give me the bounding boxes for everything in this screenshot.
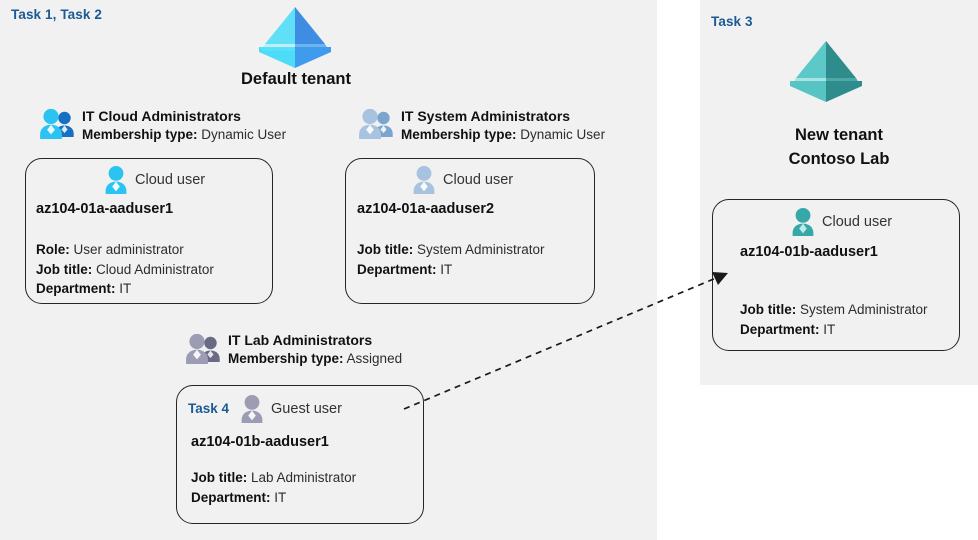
cloud-user-icon (411, 165, 437, 194)
card-user-type-label: Cloud user (443, 171, 514, 188)
property-value: Cloud Administrator (96, 261, 214, 277)
membership-value: Dynamic User (520, 127, 606, 143)
property-label: Job title: (740, 302, 797, 317)
user-card-guest-aaduser1[interactable] (176, 385, 424, 524)
group-name: IT System Administrators (401, 108, 571, 124)
guest-user-icon (239, 394, 265, 423)
azure-tenant-pyramid-icon (256, 2, 334, 70)
card-username: az104-01b-aaduser1 (191, 434, 329, 450)
card-user-type-cloud: Cloud user (411, 165, 513, 194)
property-value: User administrator (73, 242, 184, 257)
property-job-title: Job title: System Administrator (740, 300, 928, 320)
card-user-type-label: Cloud user (822, 213, 893, 230)
membership-label: Membership type: (401, 127, 517, 143)
group-name: IT Cloud Administrators (82, 108, 241, 124)
property-value: IT (823, 321, 836, 337)
default-tenant-title: Default tenant (240, 70, 351, 88)
new-tenant-title-line2: Contoso Lab (788, 149, 890, 168)
user-card-aaduser1[interactable] (25, 158, 273, 304)
new-tenant-title-line1: New tenant (794, 126, 883, 144)
property-value: IT (119, 281, 132, 297)
property-value: Lab Administrator (251, 470, 357, 485)
property-department: Department: IT (357, 260, 545, 280)
membership-value: Assigned (346, 351, 403, 367)
group-people-icon-cloud-admins (37, 106, 79, 142)
cloud-user-icon (790, 207, 816, 236)
group-header-system-admins: IT System Administrators Membership type… (401, 107, 605, 145)
card-username: az104-01a-aaduser1 (36, 201, 174, 217)
group-people-icon-system-admins (356, 106, 398, 142)
card-user-type-guest: Task 4 Guest user (188, 394, 342, 423)
property-job-title: Job title: Lab Administrator (191, 468, 356, 488)
card-user-type-label: Cloud user (135, 171, 206, 188)
task-label-4: Task 4 (188, 401, 230, 416)
card-properties: Role: User administrator Job title: Clou… (36, 240, 214, 299)
property-value: System Administrator (800, 302, 928, 317)
azure-tenant-pyramid-icon-new (787, 36, 865, 104)
card-properties: Job title: System Administrator Departme… (357, 240, 545, 279)
property-label: Department: (357, 261, 437, 277)
group-membership: Membership type: Dynamic User (401, 125, 605, 144)
property-label: Job title: (357, 242, 414, 257)
property-label: Department: (191, 489, 271, 505)
property-label: Job title: (191, 470, 248, 485)
property-value: System Administrator (417, 242, 545, 257)
group-membership: Membership type: Dynamic User (82, 125, 286, 144)
property-department: Department: IT (191, 488, 356, 508)
property-role: Role: User administrator (36, 240, 214, 260)
group-membership: Membership type: Assigned (228, 349, 402, 368)
task-label-1-2: Task 1, Task 2 (11, 7, 102, 22)
property-job-title: Job title: Cloud Administrator (36, 260, 214, 280)
property-department: Department: IT (740, 320, 928, 340)
property-value: IT (274, 489, 287, 505)
new-tenant-title: New tenant Contoso Lab (709, 124, 969, 172)
membership-label: Membership type: (228, 351, 344, 367)
group-people-icon-lab-admins (183, 331, 225, 367)
card-properties: Job title: Lab Administrator Department:… (191, 468, 356, 507)
group-header-lab-admins: IT Lab Administrators Membership type: A… (228, 331, 402, 369)
card-username: az104-01a-aaduser2 (357, 201, 495, 217)
cloud-user-icon (103, 165, 129, 194)
group-name: IT Lab Administrators (228, 332, 373, 348)
property-department: Department: IT (36, 279, 214, 299)
card-user-type-cloud: Cloud user (103, 165, 205, 194)
membership-value: Dynamic User (201, 127, 287, 143)
property-label: Department: (36, 281, 116, 297)
card-user-type-cloud: Cloud user (790, 207, 892, 236)
property-job-title: Job title: System Administrator (357, 240, 545, 260)
property-label: Role: (36, 242, 70, 257)
card-properties: Job title: System Administrator Departme… (740, 300, 928, 339)
card-user-type-label: Guest user (271, 400, 342, 417)
property-label: Job title: (36, 261, 93, 277)
task-label-3: Task 3 (711, 14, 753, 29)
property-value: IT (440, 261, 453, 277)
card-username: az104-01b-aaduser1 (740, 244, 878, 260)
group-header-cloud-admins: IT Cloud Administrators Membership type:… (82, 107, 286, 145)
membership-label: Membership type: (82, 127, 198, 143)
property-label: Department: (740, 321, 820, 337)
